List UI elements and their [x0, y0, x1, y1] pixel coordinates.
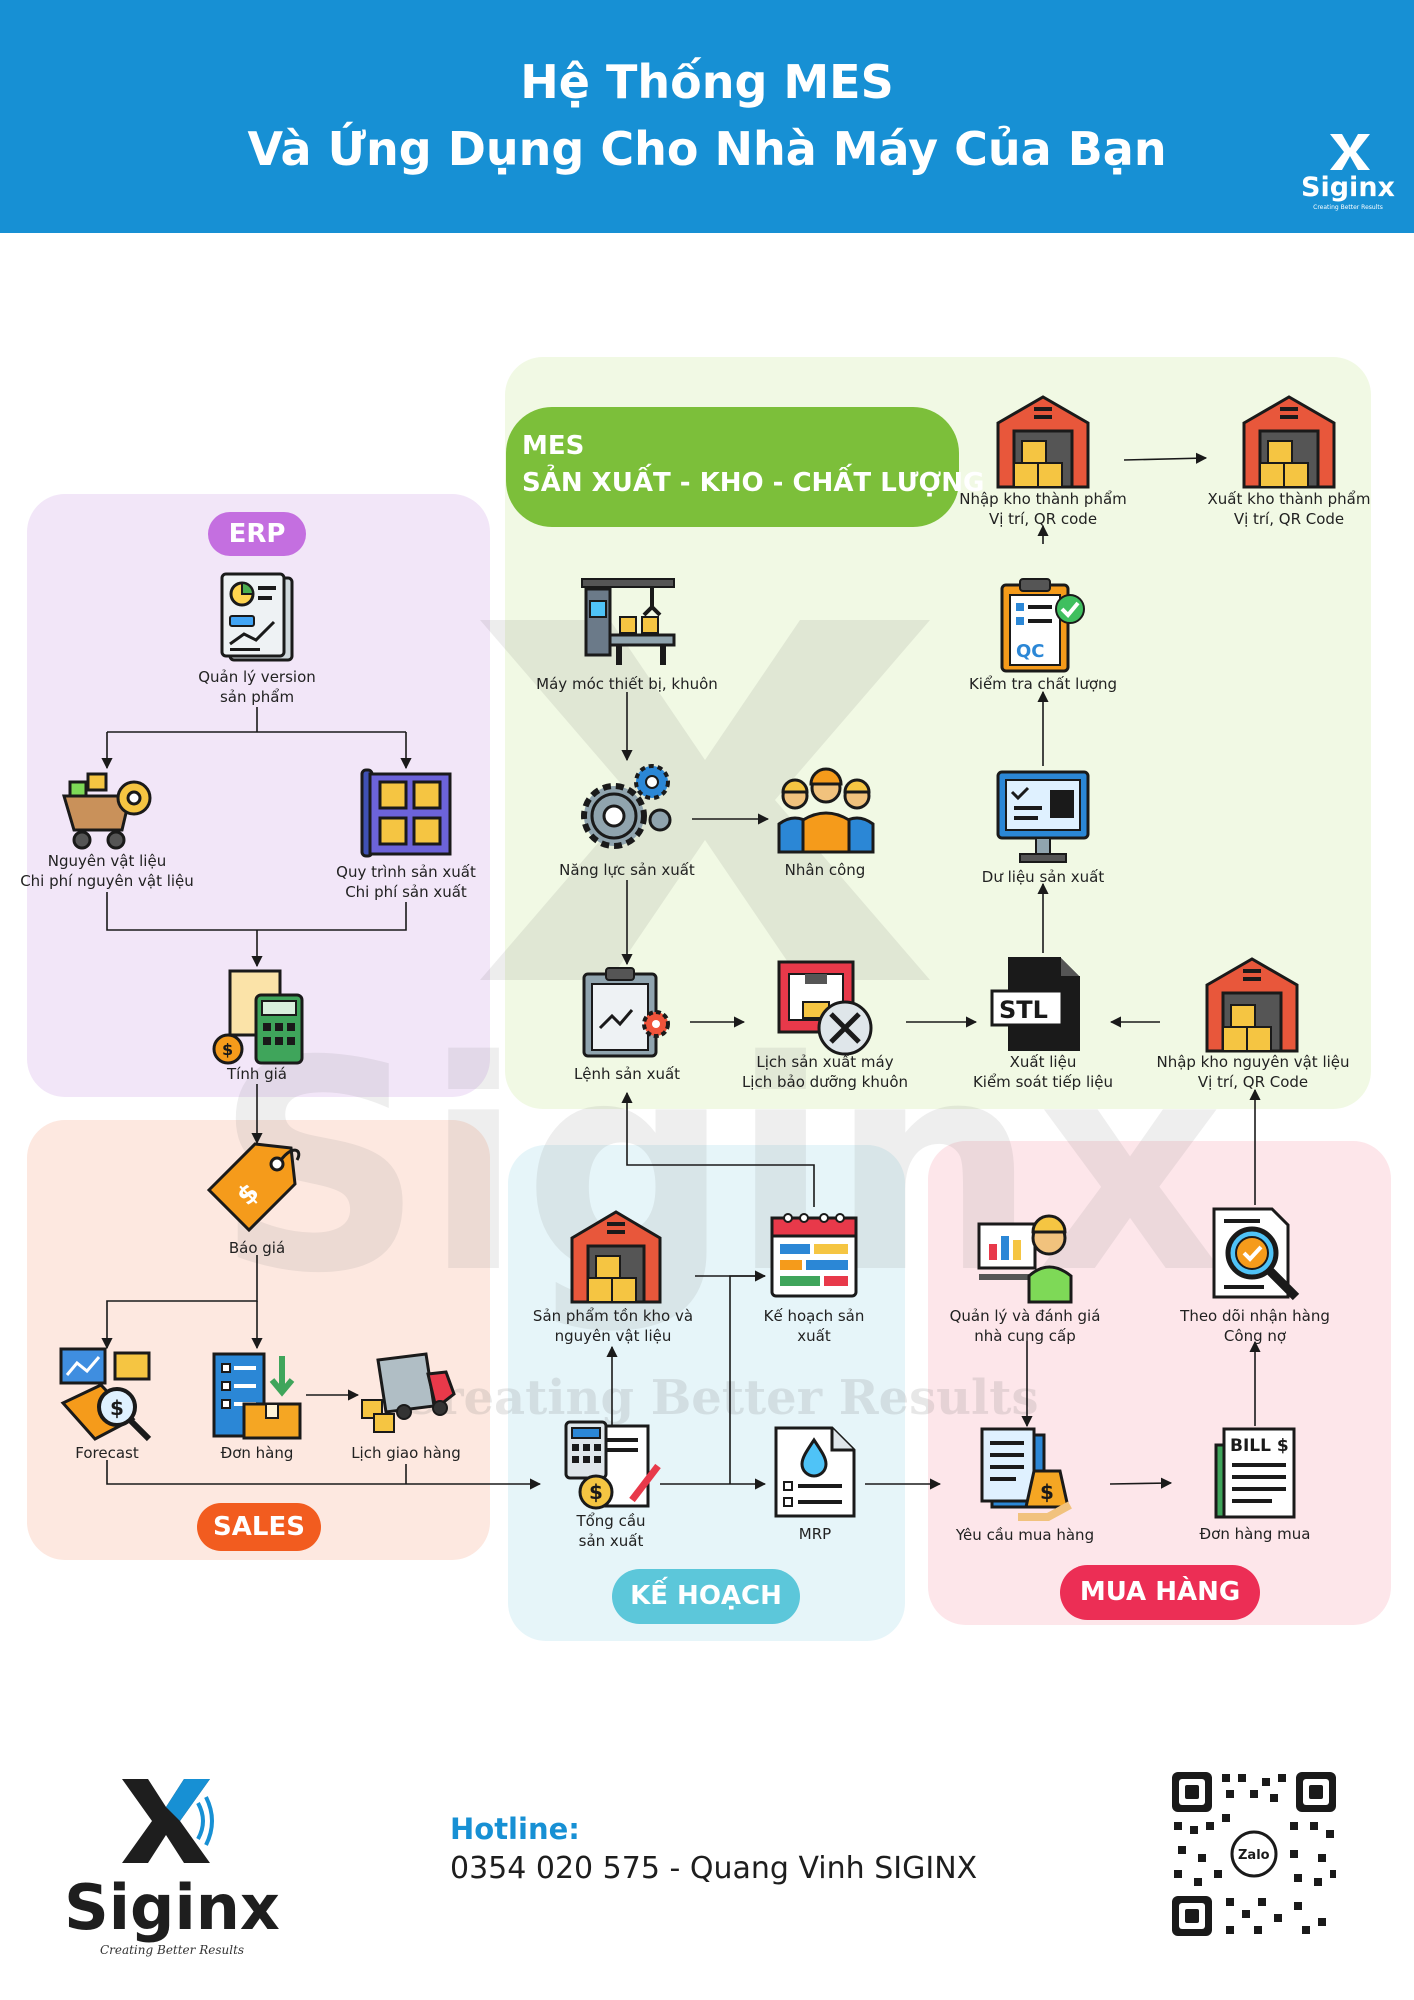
- pr-label: Yêu cầu mua hàng: [955, 1526, 1095, 1544]
- mes-subtitle: SẢN XUẤT - KHO - CHẤT LƯỢNG: [522, 468, 985, 498]
- header-logo-tagline: Creating Better Results: [1313, 204, 1383, 211]
- work-order-label: Lệnh sản xuất: [573, 1065, 681, 1083]
- vendor-analyst-icon: [977, 1214, 1073, 1304]
- svg-text:Zalo: Zalo: [1238, 1848, 1270, 1863]
- mrp-document-icon: [774, 1426, 856, 1518]
- quote-label: Báo giá: [228, 1239, 286, 1257]
- header-banner: Hệ Thống MES Và Ứng Dụng Cho Nhà Máy Của…: [0, 0, 1414, 233]
- hotline-label: Hotline:: [450, 1812, 580, 1846]
- document-chart-icon: [220, 572, 294, 662]
- delivery-label: Lịch giao hàng: [351, 1444, 461, 1462]
- machine-label: Máy móc thiết bị, khuôn: [536, 675, 718, 693]
- svg-text:$: $: [1040, 1480, 1054, 1504]
- capacity-label: Năng lực sản xuất: [559, 861, 695, 879]
- stl-file-icon: STL: [990, 957, 1080, 1051]
- workers-icon: [777, 767, 875, 854]
- price-tag-icon: $: [206, 1142, 301, 1233]
- delivery-truck-icon: [361, 1352, 456, 1433]
- process-blueprint-icon: [360, 768, 452, 858]
- purchase-region: [928, 1141, 1391, 1625]
- footer-logo-x-icon: [122, 1779, 214, 1863]
- po-label: Đơn hàng mua: [1199, 1525, 1311, 1543]
- svg-text:BILL $: BILL $: [1230, 1436, 1289, 1456]
- calendar-plan-icon: [770, 1213, 858, 1298]
- pricing-calculator-icon: $: [212, 969, 304, 1065]
- watermark-x-icon: [480, 620, 930, 980]
- header-logo: Siginx Creating Better Results: [1298, 128, 1398, 218]
- printer-tools-icon: [777, 960, 873, 1056]
- svg-text:$: $: [110, 1396, 124, 1420]
- title-line-1: Hệ Thống MES: [520, 55, 894, 109]
- tracking-magnifier-icon: [1212, 1207, 1300, 1301]
- sales-pill: SALES: [197, 1503, 321, 1551]
- purchase-request-icon: $: [980, 1427, 1072, 1521]
- title-line-2: Và Ứng Dụng Cho Nhà Máy Của Bạn: [247, 122, 1167, 176]
- order-label: Đơn hàng: [220, 1444, 294, 1462]
- forecast-chart-icon: $: [59, 1347, 152, 1442]
- watermark-tagline: Creating Better Results: [400, 1370, 1039, 1426]
- footer-logo-text: Siginx: [64, 1871, 280, 1944]
- prod-data-label: Dư liệu sản xuất: [981, 868, 1105, 886]
- work-order-clipboard-icon: [582, 967, 670, 1058]
- footer-logo: Siginx Creating Better Results: [62, 1775, 282, 1960]
- svg-text:$: $: [589, 1480, 603, 1504]
- mrp-label: MRP: [798, 1525, 832, 1543]
- gears-icon: [581, 764, 672, 849]
- bill-invoice-icon: BILL $: [1214, 1427, 1296, 1519]
- material-cart-icon: [61, 772, 152, 850]
- warehouse-inventory-icon: [570, 1210, 662, 1304]
- hotline-value[interactable]: 0354 020 575 - Quang Vinh SIGINX: [450, 1851, 978, 1886]
- mes-pill: MES SẢN XUẤT - KHO - CHẤT LƯỢNG: [506, 407, 984, 527]
- forecast-label: Forecast: [75, 1444, 139, 1462]
- logo-x-icon: [1330, 134, 1370, 170]
- warehouse-in-icon: [1205, 957, 1299, 1053]
- header-logo-text: Siginx: [1301, 172, 1395, 203]
- erp-pill: ERP: [208, 512, 306, 556]
- machine-conveyor-icon: [581, 578, 676, 665]
- warehouse-fg-out-icon: [1242, 395, 1336, 489]
- labor-label: Nhân công: [784, 861, 866, 879]
- zalo-qr-code[interactable]: Zalo: [1170, 1770, 1338, 1938]
- plan-pill: KẾ HOẠCH: [612, 1569, 800, 1624]
- pricing-label: Tính giá: [227, 1065, 287, 1083]
- svg-text:$: $: [222, 1040, 233, 1059]
- monitor-data-icon: [996, 770, 1090, 863]
- mes-title: MES: [522, 431, 585, 461]
- svg-text:STL: STL: [999, 996, 1048, 1024]
- demand-calculator-icon: $: [564, 1420, 661, 1510]
- warehouse-fg-in-icon: [996, 395, 1090, 489]
- qc-label: Kiểm tra chất lượng: [968, 675, 1118, 693]
- footer-logo-tagline: Creating Better Results: [99, 1943, 245, 1957]
- svg-text:QC: QC: [1016, 641, 1045, 662]
- qc-clipboard-icon: QC: [1000, 578, 1085, 673]
- order-checklist-icon: [212, 1352, 302, 1440]
- purchase-pill: MUA HÀNG: [1060, 1565, 1260, 1620]
